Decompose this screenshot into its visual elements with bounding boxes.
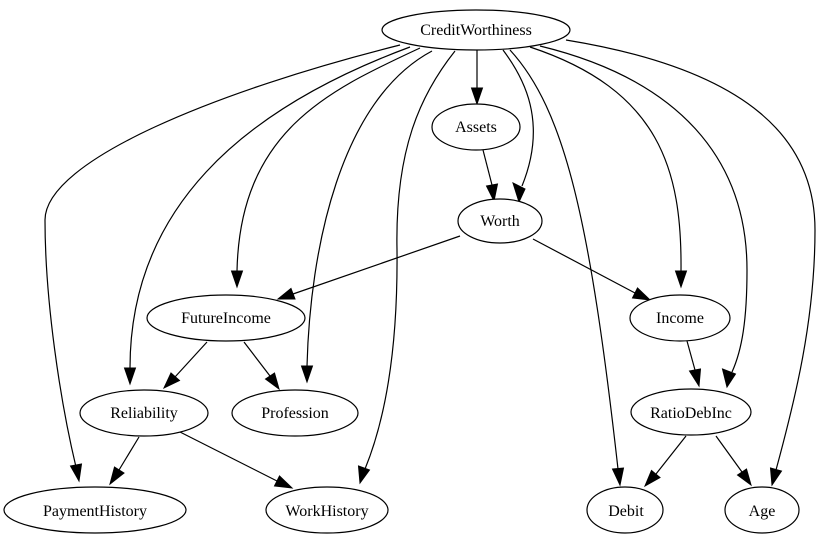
edge-worth-income	[532, 238, 652, 301]
node-workhistory-label: WorkHistory	[285, 503, 368, 520]
edge-creditworthiness-age	[565, 39, 816, 487]
node-creditworthiness[interactable]: CreditWorthiness	[381, 9, 571, 51]
node-worth-label: Worth	[480, 213, 520, 230]
node-profession-ellipse	[231, 389, 359, 437]
node-worth[interactable]: Worth	[457, 198, 543, 244]
node-profession-label: Profession	[261, 405, 329, 422]
edges	[44, 39, 816, 489]
node-futureincome-label: FutureIncome	[181, 310, 271, 327]
node-reliability[interactable]: Reliability	[79, 389, 209, 437]
node-ratiodebinc-ellipse	[630, 388, 752, 436]
nodes: CreditWorthiness Assets Worth FutureInco…	[3, 9, 800, 534]
edge-creditworthiness-debit	[509, 49, 625, 487]
edge-creditworthiness-workhistory	[357, 50, 456, 485]
node-profession[interactable]: Profession	[231, 389, 359, 437]
node-futureincome-ellipse	[146, 294, 306, 342]
node-ratiodebinc-label: RatioDebInc	[650, 405, 732, 422]
node-futureincome[interactable]: FutureIncome	[146, 294, 306, 342]
edge-creditworthiness-profession	[300, 50, 433, 384]
edge-creditworthiness-paymenthistory	[44, 44, 401, 483]
node-assets-ellipse	[431, 103, 521, 151]
edge-creditworthiness-assets	[470, 49, 484, 106]
node-debit-label: Debit	[608, 503, 644, 520]
node-age-ellipse	[724, 486, 800, 534]
node-age-label: Age	[749, 503, 776, 520]
node-paymenthistory[interactable]: PaymentHistory	[3, 486, 187, 534]
node-reliability-ellipse	[79, 389, 209, 437]
node-paymenthistory-ellipse	[3, 486, 187, 534]
node-debit[interactable]: Debit	[586, 486, 664, 534]
edge-worth-futureincome	[276, 235, 461, 300]
node-paymenthistory-label: PaymentHistory	[43, 503, 147, 520]
edge-reliability-workhistory	[179, 431, 294, 489]
edge-futureincome-reliability	[162, 341, 208, 390]
node-creditworthiness-label: CreditWorthiness	[420, 22, 532, 39]
node-reliability-label: Reliability	[110, 405, 178, 422]
node-assets[interactable]: Assets	[431, 103, 521, 151]
node-debit-ellipse	[586, 486, 664, 534]
edge-creditworthiness-ratiodebinc	[539, 45, 748, 389]
edge-income-ratiodebinc	[686, 340, 702, 388]
node-age[interactable]: Age	[724, 486, 800, 534]
edge-ratiodebinc-age	[715, 435, 752, 487]
node-assets-label: Assets	[455, 119, 497, 136]
node-income[interactable]: Income	[629, 294, 731, 342]
node-income-label: Income	[656, 310, 704, 327]
edge-ratiodebinc-debit	[643, 435, 687, 488]
edge-creditworthiness-futureincome	[230, 47, 421, 289]
edge-reliability-paymenthistory	[109, 436, 140, 486]
node-ratiodebinc[interactable]: RatioDebInc	[630, 388, 752, 436]
node-worth-ellipse	[457, 198, 543, 244]
edge-creditworthiness-worth	[502, 49, 534, 204]
edge-assets-worth	[482, 149, 499, 203]
edge-creditworthiness-reliability	[123, 46, 411, 386]
edge-creditworthiness-income	[529, 46, 688, 289]
node-workhistory[interactable]: WorkHistory	[265, 486, 389, 534]
node-income-ellipse	[629, 294, 731, 342]
edge-futureincome-profession	[243, 341, 280, 391]
node-creditworthiness-ellipse	[381, 9, 571, 51]
node-workhistory-ellipse	[265, 486, 389, 534]
